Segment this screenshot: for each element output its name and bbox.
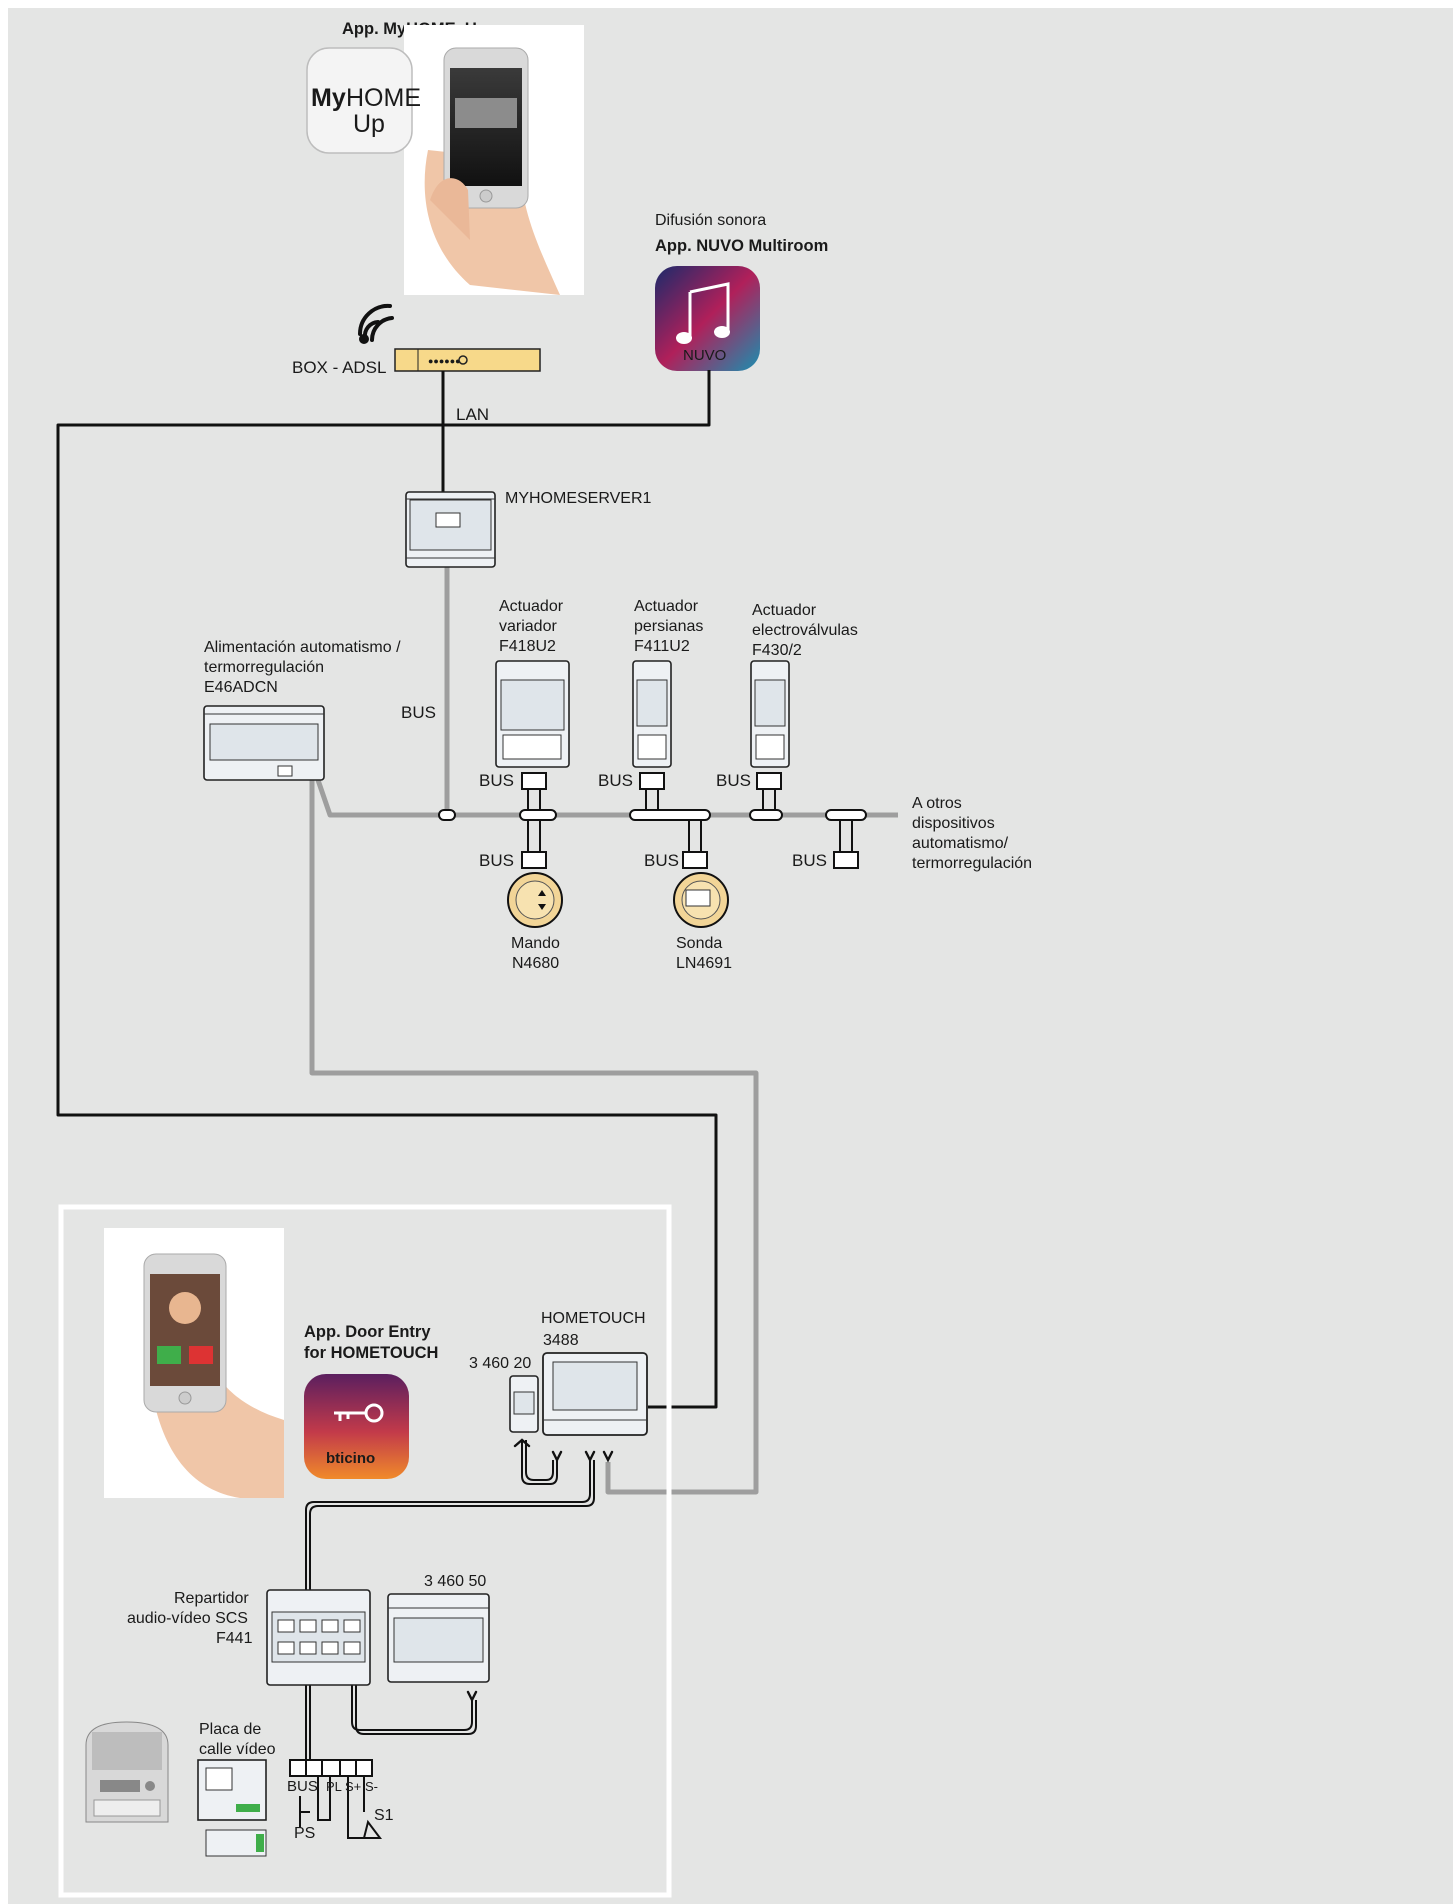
command-device bbox=[507, 872, 563, 928]
street-panel-line2: calle vídeo bbox=[199, 1741, 276, 1758]
bus-label-dimmer: BUS bbox=[479, 771, 514, 790]
door-entry-frame bbox=[58, 1204, 672, 1898]
bus-label-command: BUS bbox=[479, 851, 514, 870]
distributor-line2: audio-vídeo SCS bbox=[127, 1610, 248, 1627]
shutter-line2: persianas bbox=[634, 618, 703, 635]
valve-line3: F430/2 bbox=[752, 642, 802, 659]
others-line3: automatismo/ bbox=[912, 835, 1009, 852]
bus-label-valve: BUS bbox=[716, 771, 751, 790]
bus-vertical-label: BUS bbox=[401, 703, 436, 722]
others-line1: A otros bbox=[912, 795, 962, 812]
power-supply-device bbox=[203, 705, 325, 781]
dimmer-actuator-device bbox=[495, 660, 570, 768]
others-line4: termorregulación bbox=[912, 855, 1032, 872]
street-panel-photo bbox=[85, 1721, 169, 1823]
svg-text:Up: Up bbox=[353, 110, 385, 138]
bus-terminals-bottom bbox=[521, 820, 859, 869]
valve-actuator-device bbox=[750, 660, 790, 768]
door-entry-app-icon: bticino bbox=[304, 1374, 409, 1479]
svg-text:bticino: bticino bbox=[326, 1450, 375, 1467]
psu-small-device bbox=[509, 1375, 539, 1433]
wifi-icon bbox=[357, 303, 394, 344]
server-label: MYHOMESERVER1 bbox=[505, 490, 652, 507]
psu-large-device bbox=[387, 1593, 490, 1683]
street-panel-line1: Placa de bbox=[199, 1721, 261, 1738]
command-line2: N4680 bbox=[512, 955, 559, 972]
lan-label: LAN bbox=[456, 405, 489, 424]
psu-small-label: 3 460 20 bbox=[469, 1355, 531, 1372]
valve-line2: electroválvulas bbox=[752, 622, 858, 639]
door-entry-title-line1: App. Door Entry bbox=[304, 1323, 431, 1341]
probe-line1: Sonda bbox=[676, 935, 722, 952]
adsl-router: ●●●●●● bbox=[394, 348, 541, 372]
fork-terminals bbox=[466, 1438, 614, 1703]
command-line1: Mando bbox=[511, 935, 560, 952]
door-entry-phone-photo bbox=[104, 1228, 284, 1498]
terminal-s-plus: S+ bbox=[345, 1779, 361, 1794]
distributor-line3: F441 bbox=[216, 1630, 253, 1647]
myhome-up-app-icon: My HOME Up bbox=[306, 47, 421, 154]
bus-terminals-top bbox=[521, 772, 782, 815]
hometouch-line2: 3488 bbox=[543, 1332, 579, 1349]
terminal-wiring bbox=[299, 1776, 382, 1839]
door-entry-cables bbox=[305, 1440, 595, 1760]
power-supply-line3: E46ADCN bbox=[204, 679, 278, 696]
distributor-device bbox=[266, 1589, 371, 1686]
myhome-up-phone-photo bbox=[404, 25, 584, 295]
nuvo-app-icon: NUVO bbox=[655, 266, 760, 371]
terminal-ps: PS bbox=[294, 1825, 315, 1842]
shutter-line1: Actuador bbox=[634, 598, 699, 615]
shutter-line3: F411U2 bbox=[634, 638, 690, 655]
probe-device bbox=[673, 872, 729, 928]
others-line2: dispositivos bbox=[912, 815, 995, 832]
street-panel-device bbox=[197, 1759, 267, 1857]
svg-text:●●●●●●: ●●●●●● bbox=[428, 356, 461, 366]
nuvo-title: App. NUVO Multiroom bbox=[655, 237, 828, 255]
svg-text:My: My bbox=[311, 84, 346, 112]
terminal-strip bbox=[289, 1759, 373, 1777]
hometouch-device bbox=[542, 1352, 648, 1436]
valve-line1: Actuador bbox=[752, 602, 817, 619]
bus-label-shutter: BUS bbox=[598, 771, 633, 790]
hometouch-line1: HOMETOUCH bbox=[541, 1310, 646, 1327]
distributor-line1: Repartidor bbox=[174, 1590, 249, 1607]
router-label: BOX - ADSL bbox=[292, 358, 386, 377]
svg-text:HOME: HOME bbox=[346, 84, 421, 112]
door-entry-title-line2: for HOMETOUCH bbox=[304, 1344, 438, 1362]
bus-cable-return bbox=[309, 780, 759, 1495]
dimmer-line2: variador bbox=[499, 618, 557, 635]
dimmer-line1: Actuador bbox=[499, 598, 564, 615]
lan-cable-main bbox=[56, 370, 718, 1409]
power-supply-line2: termorregulación bbox=[204, 659, 324, 676]
shutter-actuator-device bbox=[632, 660, 672, 768]
dimmer-line3: F418U2 bbox=[499, 638, 556, 655]
probe-line2: LN4691 bbox=[676, 955, 732, 972]
terminal-s-minus: S- bbox=[365, 1779, 378, 1794]
bus-connectors bbox=[438, 809, 867, 821]
myhomeserver-device bbox=[405, 491, 496, 568]
svg-text:NUVO: NUVO bbox=[683, 347, 726, 364]
bus-label-others: BUS bbox=[792, 851, 827, 870]
terminal-s1: S1 bbox=[374, 1807, 394, 1824]
power-supply-line1: Alimentación automatismo / bbox=[204, 639, 401, 656]
terminal-bus: BUS bbox=[287, 1778, 318, 1795]
psu-large-label: 3 460 50 bbox=[424, 1573, 486, 1590]
terminal-pl: PL bbox=[326, 1779, 342, 1794]
bus-label-probe: BUS bbox=[644, 851, 679, 870]
nuvo-caption: Difusión sonora bbox=[655, 212, 766, 229]
